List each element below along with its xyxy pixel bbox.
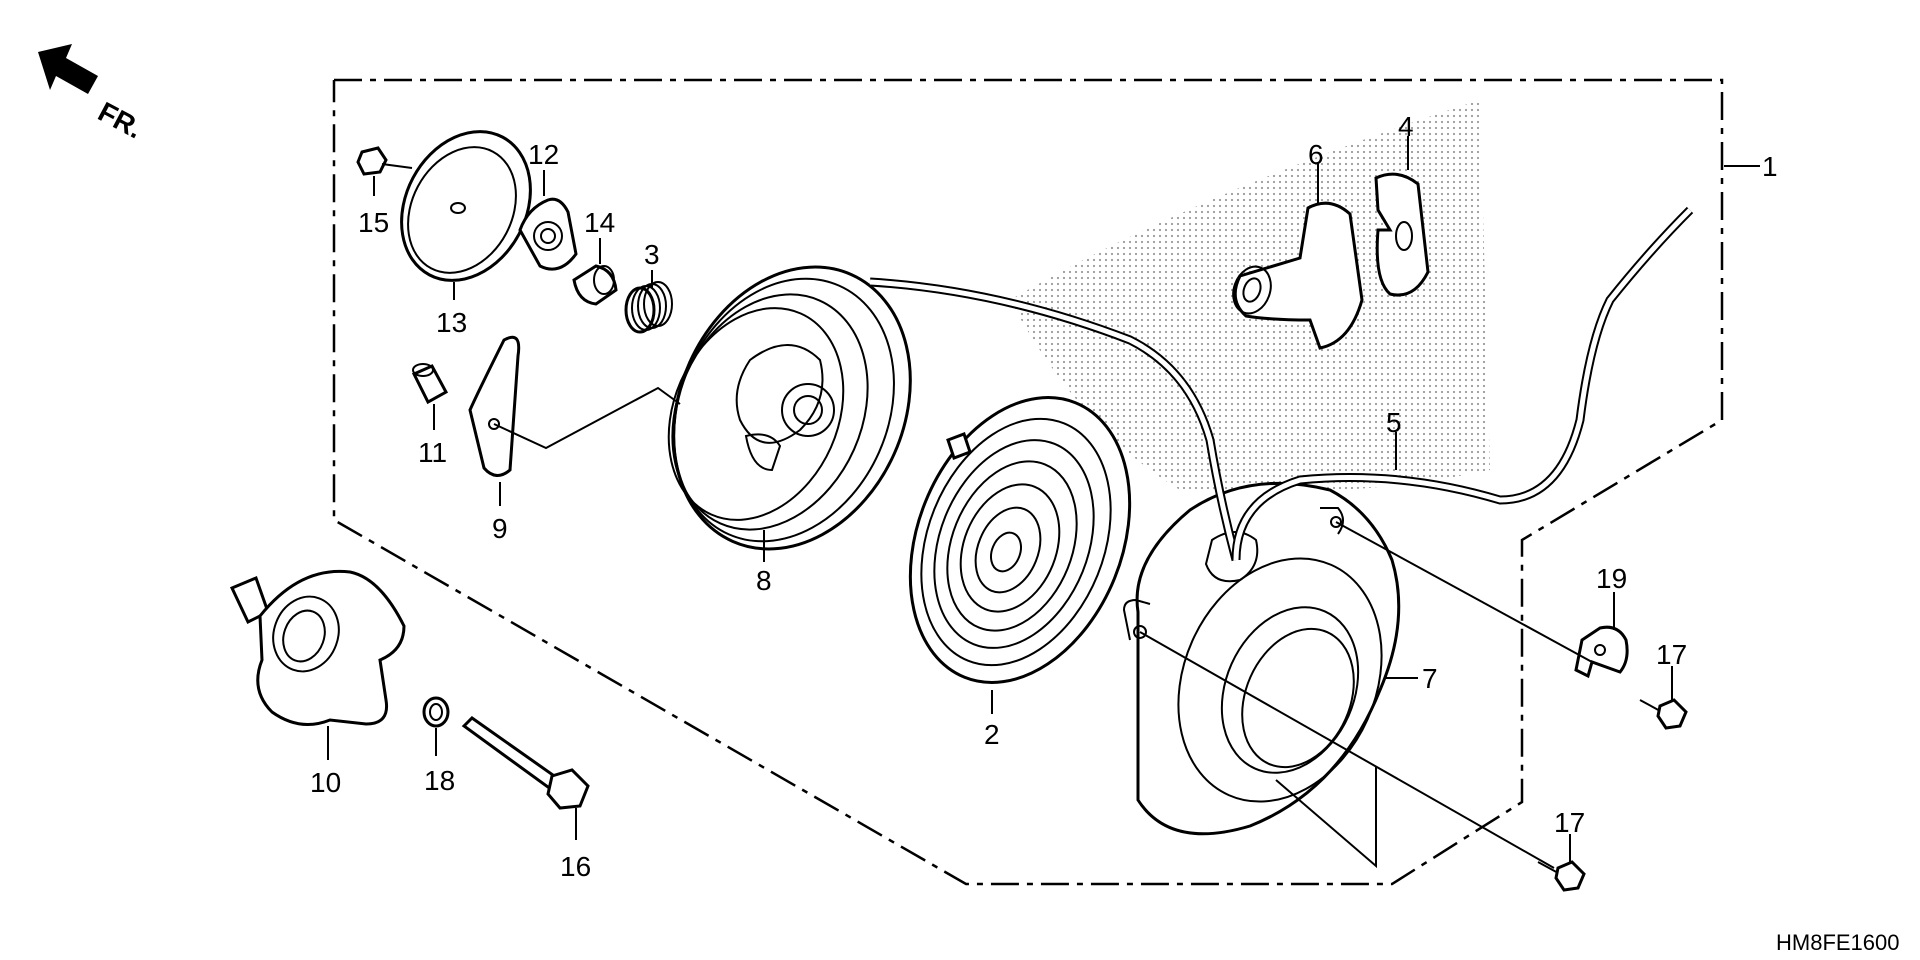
label-part-4: 4 <box>1398 111 1414 142</box>
part-8-reel <box>667 265 912 551</box>
part-17-bolt-lower <box>1537 860 1586 892</box>
label-part-15: 15 <box>358 207 389 238</box>
part-2-spring <box>908 396 1132 684</box>
label-part-6: 6 <box>1308 139 1324 170</box>
part-12-guide <box>518 197 578 271</box>
assembly-boundary <box>332 78 1724 886</box>
part-15-bolt <box>356 146 413 176</box>
part-10-pulley <box>229 569 406 726</box>
label-part-14: 14 <box>584 207 615 238</box>
part-13-plate <box>400 130 532 282</box>
part-18-washer <box>422 696 450 728</box>
part-7-case <box>1122 481 1401 836</box>
part-3-spring <box>624 281 673 334</box>
label-part-5: 5 <box>1386 407 1402 438</box>
part-4-cap <box>1374 172 1430 297</box>
label-part-19: 19 <box>1596 563 1627 594</box>
label-part-16: 16 <box>560 851 591 882</box>
direction-label: FR. <box>93 96 147 145</box>
part-16-bolt <box>461 716 590 810</box>
part-6-handle <box>1232 201 1364 350</box>
label-part-3: 3 <box>644 239 660 270</box>
label-part-18: 18 <box>424 765 455 796</box>
label-part-10: 10 <box>310 767 341 798</box>
label-part-11: 11 <box>418 437 447 468</box>
label-part-7: 7 <box>1422 663 1438 694</box>
label-part-17-upper: 17 <box>1656 639 1687 670</box>
arrow-fr-icon <box>38 44 98 94</box>
label-part-8: 8 <box>756 565 772 596</box>
label-part-17-lower: 17 <box>1554 807 1585 838</box>
label-part-1: 1 <box>1762 151 1778 182</box>
label-part-12: 12 <box>528 139 559 170</box>
label-part-9: 9 <box>492 513 508 544</box>
leader-lines <box>327 136 1760 869</box>
part-11-pin <box>411 363 449 405</box>
part-19-clip <box>1574 625 1629 679</box>
part-14-collar <box>572 264 618 306</box>
label-part-13: 13 <box>436 307 467 338</box>
diagram-code: HM8FE1600 <box>1776 930 1900 955</box>
part-5-rope <box>869 206 1694 562</box>
part-17-bolt-upper <box>1639 698 1688 730</box>
label-part-2: 2 <box>984 719 1000 750</box>
part-9-pawl <box>468 335 521 477</box>
